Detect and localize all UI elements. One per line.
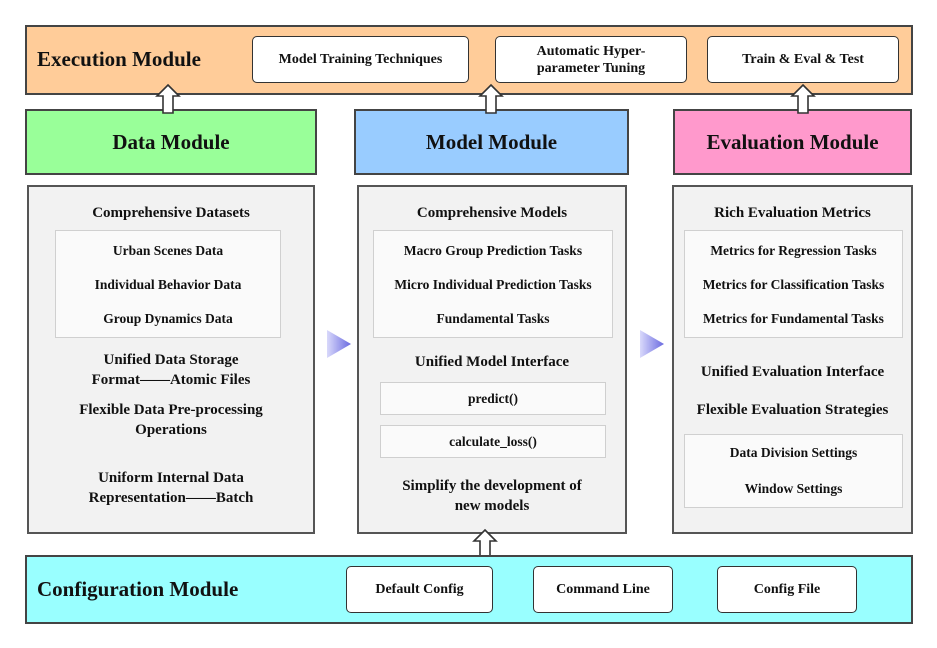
evaluation-module-header: Evaluation Module (673, 109, 912, 175)
dataset-item: Individual Behavior Data (94, 277, 242, 292)
uniform-representation-text: Uniform Internal Data Representation——Ba… (88, 470, 254, 506)
metric-item: Metrics for Classification Tasks (702, 277, 885, 292)
up-arrow-icon (155, 83, 181, 114)
model-module-panel: Comprehensive Models Macro Group Predict… (357, 185, 627, 534)
dataset-item: Urban Scenes Data (112, 243, 224, 258)
metric-item: Metrics for Regression Tasks (710, 243, 877, 258)
metrics-list: Metrics for Regression Tasks Metrics for… (684, 230, 903, 338)
default-config-box: Default Config (346, 566, 493, 613)
command-line-box: Command Line (533, 566, 673, 613)
configuration-module-title: Configuration Module (37, 577, 239, 601)
metric-item: Metrics for Fundamental Tasks (703, 311, 884, 326)
train-eval-test-box: Train & Eval & Test (707, 36, 899, 83)
evaluation-settings-list: Data Division Settings Window Settings (684, 434, 903, 508)
calculate-loss-function-box: calculate_loss() (380, 425, 606, 458)
unified-evaluation-interface-text: Unified Evaluation Interface (700, 364, 885, 380)
model-training-techniques-box: Model Training Techniques (252, 36, 469, 83)
hyperparameter-tuning-box: Automatic Hyper-parameter Tuning (495, 36, 687, 83)
up-arrow-icon (478, 83, 504, 114)
evaluation-module-panel: Rich Evaluation Metrics Metrics for Regr… (672, 185, 913, 534)
unified-data-storage-text: Unified Data Storage Format——Atomic File… (91, 352, 251, 388)
config-file-box: Config File (717, 566, 857, 613)
rich-evaluation-metrics-heading: Rich Evaluation Metrics (714, 205, 871, 221)
model-module-header: Model Module (354, 109, 629, 175)
model-task-item: Macro Group Prediction Tasks (403, 243, 583, 258)
simplify-development-text: Simplify the development of new models (402, 478, 582, 514)
model-task-item: Micro Individual Prediction Tasks (394, 277, 592, 292)
predict-function-box: predict() (380, 382, 606, 415)
comprehensive-models-heading: Comprehensive Models (416, 205, 568, 221)
data-module-panel: Comprehensive Datasets Urban Scenes Data… (27, 185, 315, 534)
flow-arrow-icon (327, 330, 351, 358)
unified-model-interface-heading: Unified Model Interface (414, 354, 570, 370)
data-module-header: Data Module (25, 109, 317, 175)
datasets-list: Urban Scenes Data Individual Behavior Da… (55, 230, 281, 338)
evaluation-setting-item: Data Division Settings (729, 445, 858, 460)
dataset-item: Group Dynamics Data (103, 311, 233, 326)
model-tasks-list: Macro Group Prediction Tasks Micro Indiv… (373, 230, 613, 338)
comprehensive-datasets-heading: Comprehensive Datasets (92, 205, 250, 221)
model-task-item: Fundamental Tasks (436, 311, 550, 326)
evaluation-setting-item: Window Settings (744, 481, 843, 496)
execution-module-title: Execution Module (37, 47, 201, 71)
flow-arrow-icon (640, 330, 664, 358)
flexible-preprocessing-text: Flexible Data Pre-processing Operations (79, 402, 263, 438)
flexible-evaluation-strategies-text: Flexible Evaluation Strategies (696, 402, 889, 418)
up-arrow-icon (790, 83, 816, 114)
